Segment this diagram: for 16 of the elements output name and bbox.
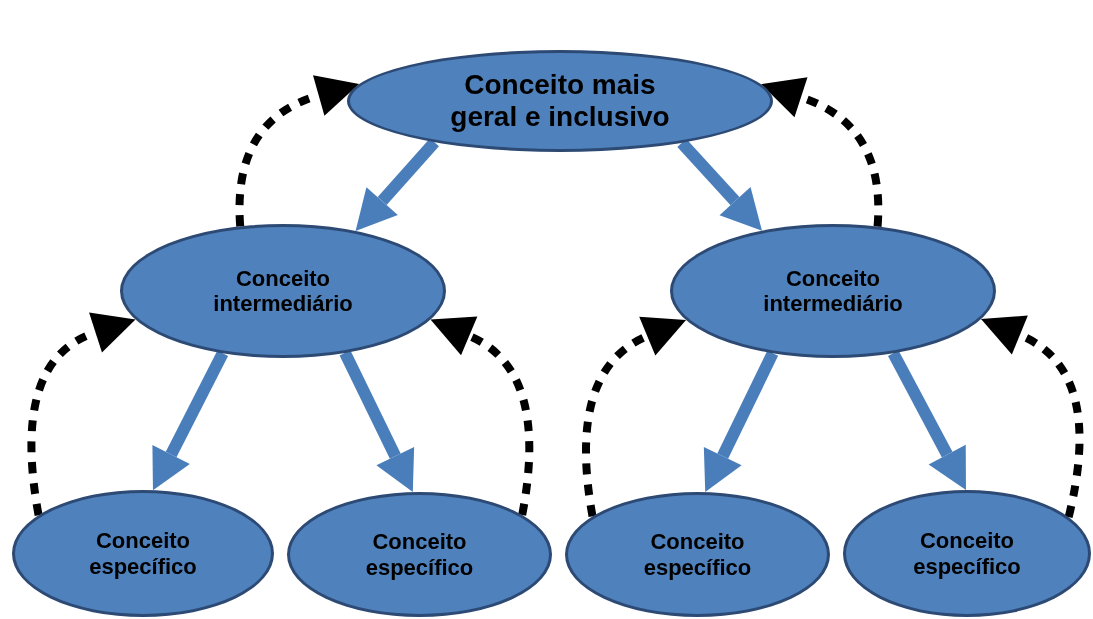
arrow — [339, 350, 415, 493]
arrow — [703, 350, 779, 493]
concept-label: Conceito específico — [88, 528, 198, 579]
dashed-arrow — [582, 317, 685, 517]
dashed-arrow — [982, 316, 1084, 518]
arrow — [887, 350, 966, 490]
arrow — [355, 138, 439, 231]
concept-label: Conceito específico — [642, 529, 753, 580]
concept-label: Conceito específico — [364, 529, 475, 580]
dashed-arrow — [431, 316, 534, 516]
arrow — [152, 350, 229, 491]
dashed-arrow — [27, 312, 135, 516]
concept-label: Conceito específico — [912, 528, 1022, 579]
concept-label: Conceito intermediário — [212, 265, 354, 317]
concept-label: Conceito intermediário — [762, 265, 904, 317]
concept-label: Conceito mais geral e inclusivo — [449, 68, 671, 134]
